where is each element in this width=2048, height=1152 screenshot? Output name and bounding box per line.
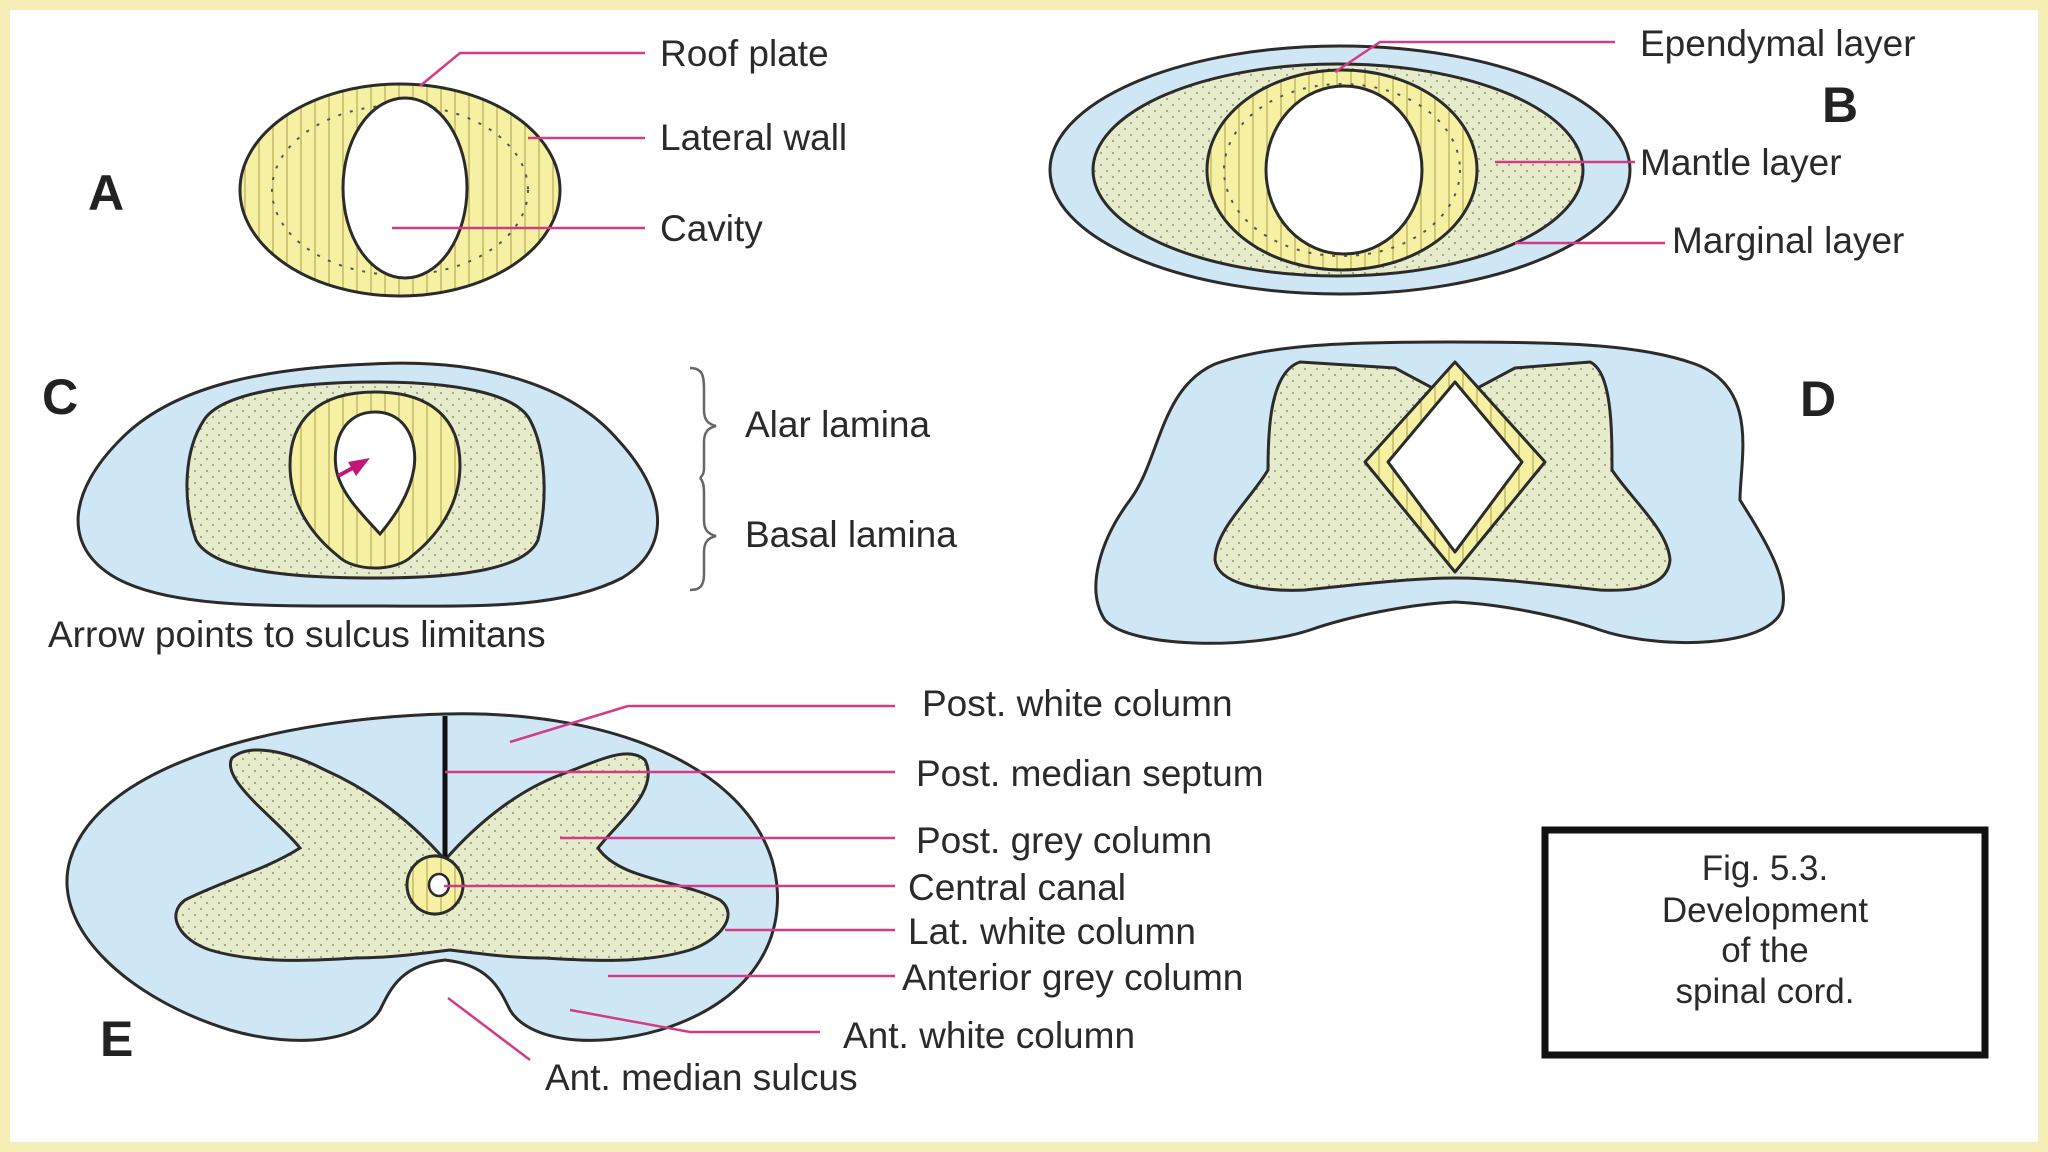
panel-label-b: B — [1822, 77, 1858, 133]
panel-label-e: E — [100, 1011, 133, 1067]
leader-line — [509, 704, 629, 744]
label-lateral-wall: Lateral wall — [660, 117, 847, 158]
central-cavity-b — [1264, 84, 1424, 256]
panel-label-a: A — [88, 165, 124, 221]
label-central-canal: Central canal — [908, 867, 1126, 908]
leader-line — [419, 51, 645, 87]
label-lat-white-column: Lat. white column — [908, 911, 1196, 952]
central-cavity-d — [1386, 380, 1524, 554]
label-basal-lamina: Basal lamina — [745, 514, 957, 555]
label-roof-plate: Roof plate — [660, 33, 829, 74]
sulcus-limitans-arrow-icon — [348, 458, 370, 476]
label-ant-median-sulcus: Ant. median sulcus — [545, 1057, 858, 1098]
panel-b: B Ependymal layer Mantle layer Marginal … — [1048, 23, 1916, 296]
panel-c: C Alar lamina Basal lamina Arrow points … — [42, 361, 957, 655]
label-anterior-grey-column: Anterior grey column — [902, 957, 1243, 998]
label-marginal-layer: Marginal layer — [1672, 220, 1904, 261]
label-alar-lamina: Alar lamina — [745, 404, 930, 445]
label-arrow-note: Arrow points to sulcus limitans — [48, 614, 546, 655]
caption-line-3: of the — [1721, 931, 1809, 970]
panel-a: A Roof plate Lateral wall Cavity — [88, 33, 847, 298]
label-mantle-layer: Mantle layer — [1640, 142, 1842, 183]
caption-line-4: spinal cord. — [1676, 972, 1855, 1011]
label-ant-white-column: Ant. white column — [843, 1015, 1135, 1056]
ependymal-dots — [1223, 83, 1461, 257]
label-ependymal-layer: Ependymal layer — [1640, 23, 1916, 64]
panel-label-d: D — [1800, 371, 1836, 427]
caption-box — [1541, 826, 1989, 1059]
label-post-white-column: Post. white column — [922, 683, 1233, 724]
label-cavity: Cavity — [660, 208, 763, 249]
neural-tube-cavity — [341, 96, 469, 280]
panel-label-c: C — [42, 369, 78, 425]
panel-e: E Post. white column Post. median septum… — [65, 683, 1264, 1098]
leader-line — [569, 1008, 820, 1034]
caption-line-1: Fig. 5.3. — [1702, 849, 1828, 888]
caption-line-2: Development — [1662, 891, 1868, 930]
label-post-grey-column: Post. grey column — [916, 820, 1212, 861]
basal-brace — [689, 477, 717, 592]
central-cavity-c — [333, 410, 417, 537]
alar-brace — [689, 366, 717, 479]
leader-line — [1334, 40, 1615, 74]
panel-d: D — [1094, 340, 1836, 645]
leader-line — [447, 997, 531, 1061]
figure-caption: Fig. 5.3. Development of the spinal cord… — [1541, 826, 1989, 1059]
label-post-median-septum: Post. median septum — [916, 753, 1264, 794]
grey-matter-e — [174, 748, 730, 962]
